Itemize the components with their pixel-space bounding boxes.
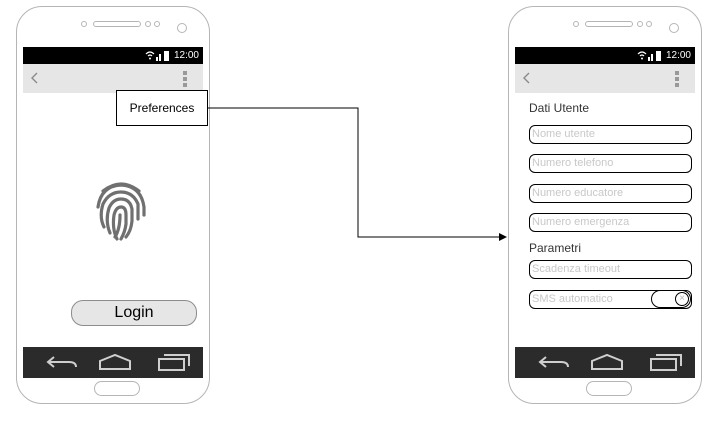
status-time: 12:00	[665, 50, 691, 61]
status-bar: 12:00	[23, 47, 203, 64]
back-nav-icon[interactable]	[537, 354, 571, 370]
preferences-phone: 12:00 Dati Utente Nome utente Numero tel…	[508, 6, 702, 404]
fingerprint-icon[interactable]	[93, 177, 149, 243]
status-bar: 12:00	[515, 47, 695, 64]
section-title-user: Dati Utente	[529, 101, 590, 115]
sensor-dot	[573, 21, 579, 27]
back-nav-icon[interactable]	[45, 354, 79, 370]
login-button[interactable]: Login	[71, 300, 197, 326]
status-time: 12:00	[173, 50, 199, 61]
back-chevron-icon[interactable]	[30, 72, 38, 84]
hardware-home-button[interactable]	[94, 381, 140, 396]
overflow-menu-icon[interactable]	[675, 71, 679, 87]
signal-battery-icon	[145, 51, 169, 61]
action-bar	[23, 64, 203, 93]
phone-number-field[interactable]: Numero telefono	[529, 154, 692, 173]
recent-apps-icon[interactable]	[157, 352, 191, 372]
username-field[interactable]: Nome utente	[529, 125, 692, 144]
home-nav-icon[interactable]	[98, 353, 132, 371]
speaker	[93, 21, 141, 27]
speaker	[585, 21, 633, 27]
login-phone: 12:00 Login	[16, 6, 210, 404]
nav-bar	[515, 347, 695, 378]
nav-bar	[23, 347, 203, 378]
sms-auto-label: SMS automatico	[532, 293, 613, 305]
preferences-menu-item[interactable]: Preferences	[116, 90, 208, 126]
sensor-dot	[81, 21, 87, 27]
educator-number-field[interactable]: Numero educatore	[529, 184, 692, 203]
overflow-menu-icon[interactable]	[183, 71, 187, 87]
front-camera	[669, 23, 679, 33]
section-title-params: Parametri	[529, 241, 582, 255]
front-camera	[177, 23, 187, 33]
signal-battery-icon	[637, 51, 661, 61]
hardware-home-button[interactable]	[586, 381, 632, 396]
sensor-dot	[145, 21, 151, 27]
sms-auto-row: SMS automatico	[529, 290, 692, 309]
sensor-dot	[646, 21, 652, 27]
sms-auto-toggle[interactable]: ×	[651, 290, 691, 308]
preferences-screen: 12:00 Dati Utente Nome utente Numero tel…	[515, 47, 695, 378]
sensor-dot	[154, 21, 160, 27]
toggle-knob[interactable]: ×	[675, 292, 689, 306]
back-chevron-icon[interactable]	[522, 72, 530, 84]
sensor-dot	[637, 21, 643, 27]
action-bar	[515, 64, 695, 93]
home-nav-icon[interactable]	[590, 353, 624, 371]
emergency-number-field[interactable]: Numero emergenza	[529, 213, 692, 232]
recent-apps-icon[interactable]	[649, 352, 683, 372]
timeout-field[interactable]: Scadenza timeout	[529, 260, 692, 279]
